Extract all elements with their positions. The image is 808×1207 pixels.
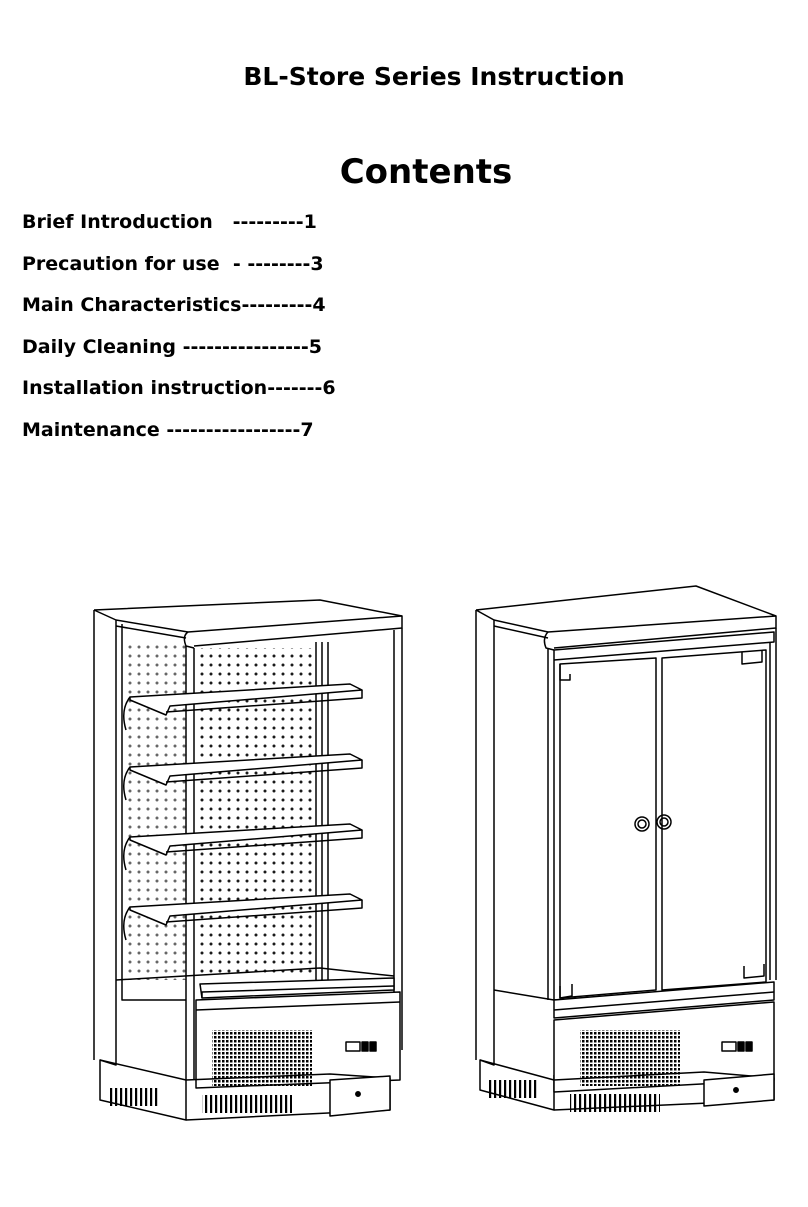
toc-entry-daily-cleaning: Daily Cleaning ----------------5 (22, 335, 322, 358)
toc-entry-precaution-for-use: Precaution for use - --------3 (22, 252, 324, 275)
contents-heading: Contents (339, 152, 513, 192)
cabinet-illustration (93, 585, 777, 1121)
toc-entry-installation-instruction: Installation instruction-------6 (22, 377, 336, 400)
open-display-cabinet (93, 599, 403, 1121)
toc-entry-maintenance: Maintenance -----------------7 (22, 418, 314, 441)
table-of-contents: Brief Introduction ---------1 Precaution… (22, 208, 336, 458)
toc-entry-main-characteristics: Main Characteristics---------4 (22, 294, 326, 317)
toc-entry-brief-introduction: Brief Introduction ---------1 (22, 211, 317, 233)
document-title: BL-Store Series Instruction (243, 62, 625, 91)
double-door-display-cabinet (475, 585, 777, 1112)
